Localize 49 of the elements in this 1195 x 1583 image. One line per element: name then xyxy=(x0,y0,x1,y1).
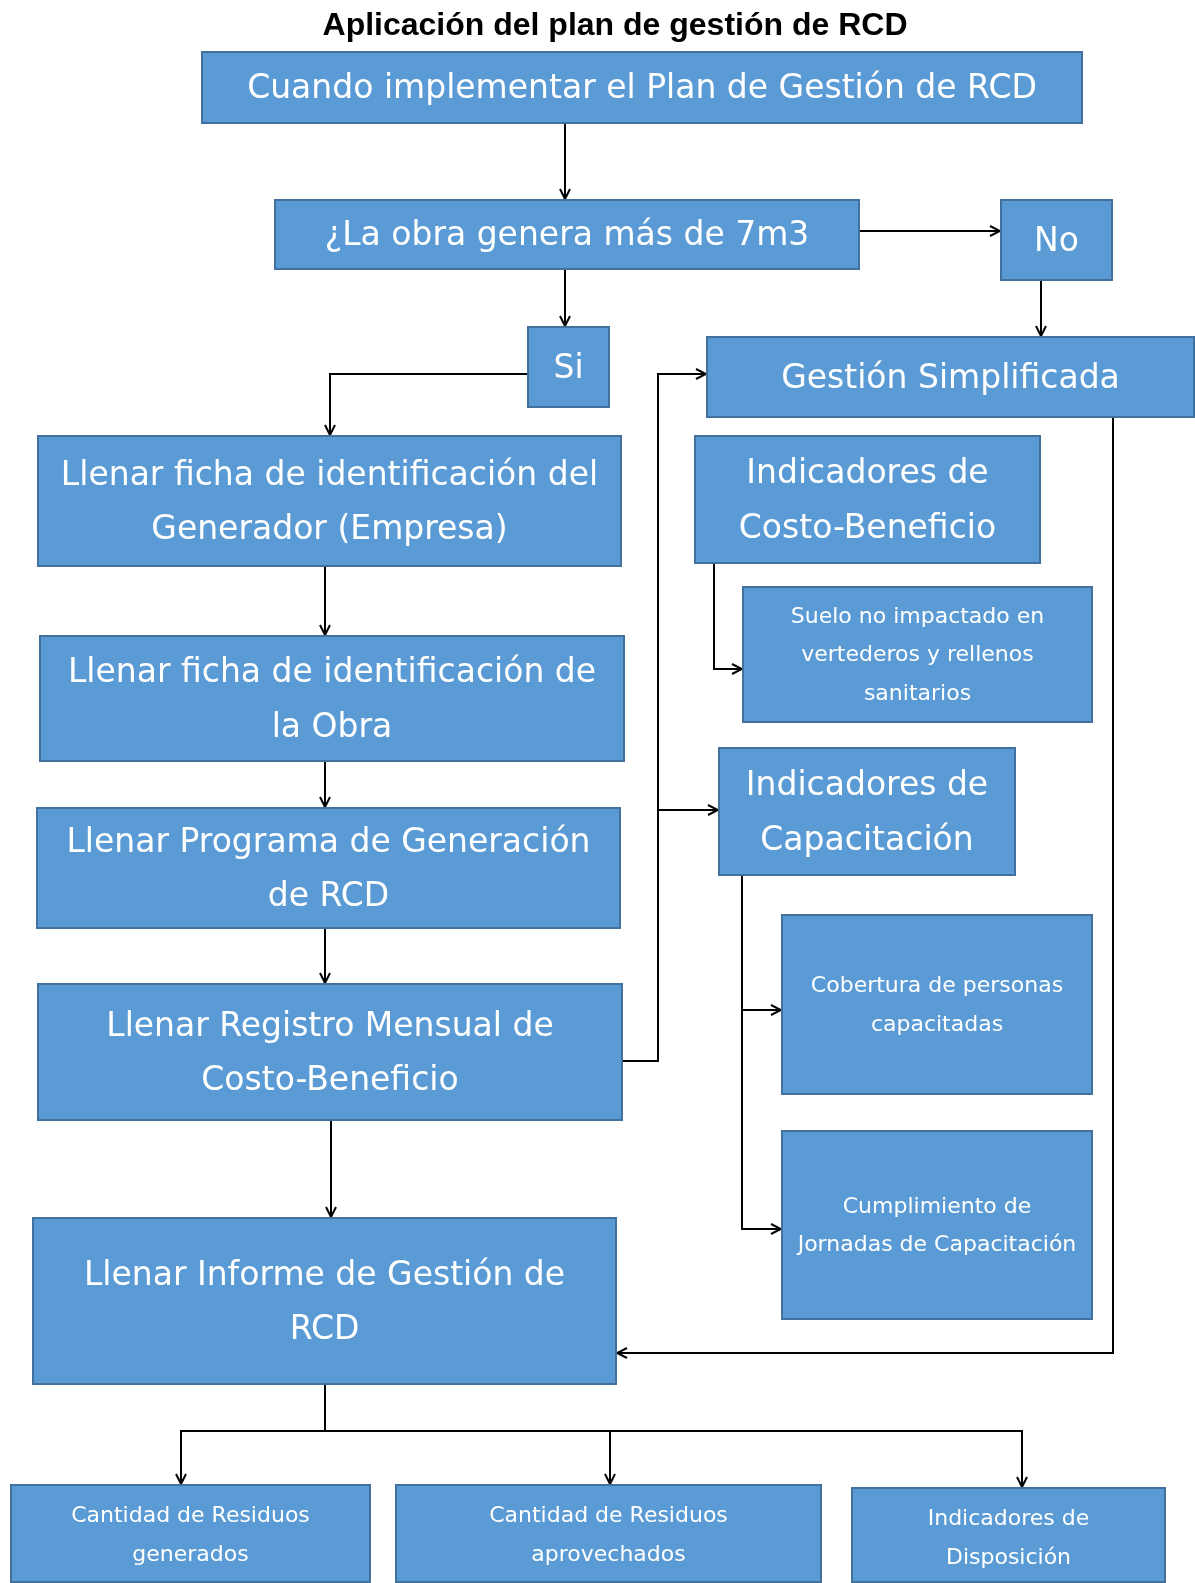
process-box xyxy=(706,336,1195,418)
process-box xyxy=(10,1484,371,1583)
process-box xyxy=(1000,199,1113,281)
process-box xyxy=(201,51,1083,124)
box-label: Cantidad de Residuos aprovechados xyxy=(488,1501,729,1568)
arrow xyxy=(324,373,528,436)
process-box xyxy=(851,1487,1166,1583)
process-box xyxy=(527,326,610,408)
process-box xyxy=(32,1217,617,1385)
arrow xyxy=(713,563,743,675)
diagram-title: Aplicación del plan de gestión de RCD xyxy=(321,6,909,43)
arrow xyxy=(622,804,719,1062)
box-label: Suelo no impactado en vertederos y rellenos sanitarios xyxy=(789,601,1046,707)
process-box xyxy=(274,199,860,270)
process-box xyxy=(395,1484,822,1583)
box-label: Gestión Simplificada xyxy=(781,355,1120,398)
process-box xyxy=(742,586,1093,723)
arrow xyxy=(319,928,331,984)
arrow xyxy=(319,566,331,636)
box-label: Indicadores de Capacitación xyxy=(744,763,990,860)
box-label: Cumplimiento de Jornadas de Capacitación xyxy=(795,1191,1078,1258)
process-box xyxy=(37,983,623,1121)
box-label: No xyxy=(1034,218,1079,261)
box-label: Cantidad de Residuos generados xyxy=(70,1501,311,1568)
box-label: Indicadores de Disposición xyxy=(926,1504,1091,1571)
arrow xyxy=(859,225,1001,237)
process-box xyxy=(718,747,1016,876)
process-box xyxy=(781,914,1093,1095)
arrow xyxy=(319,761,331,808)
process-box xyxy=(36,807,621,929)
box-label: Cobertura de personas capacitadas xyxy=(809,971,1065,1038)
arrow xyxy=(616,417,1114,1359)
box-label: Indicadores de Costo-Beneficio xyxy=(737,451,998,548)
box-label: Llenar ficha de identificación del Generador (Empresa) xyxy=(59,452,600,549)
process-box xyxy=(781,1130,1093,1320)
arrow xyxy=(559,123,571,200)
arrow xyxy=(1035,280,1047,337)
process-box xyxy=(694,435,1041,564)
box-label: Cuando implementar el Plan de Gestión de RCD xyxy=(247,66,1037,109)
box-label: Llenar Informe de Gestión de RCD xyxy=(82,1252,567,1349)
box-label: Llenar ficha de identificación de la Obra xyxy=(66,650,598,747)
box-label: Llenar Programa de Generación de RCD xyxy=(65,819,592,916)
arrow xyxy=(559,269,571,327)
box-label: Llenar Registro Mensual de Costo-Beneficio xyxy=(105,1003,555,1100)
process-box xyxy=(39,635,625,762)
box-label: Si xyxy=(553,345,584,388)
arrow xyxy=(325,1120,337,1218)
process-box xyxy=(37,435,622,567)
box-label: ¿La obra genera más de 7m3 xyxy=(324,213,810,256)
